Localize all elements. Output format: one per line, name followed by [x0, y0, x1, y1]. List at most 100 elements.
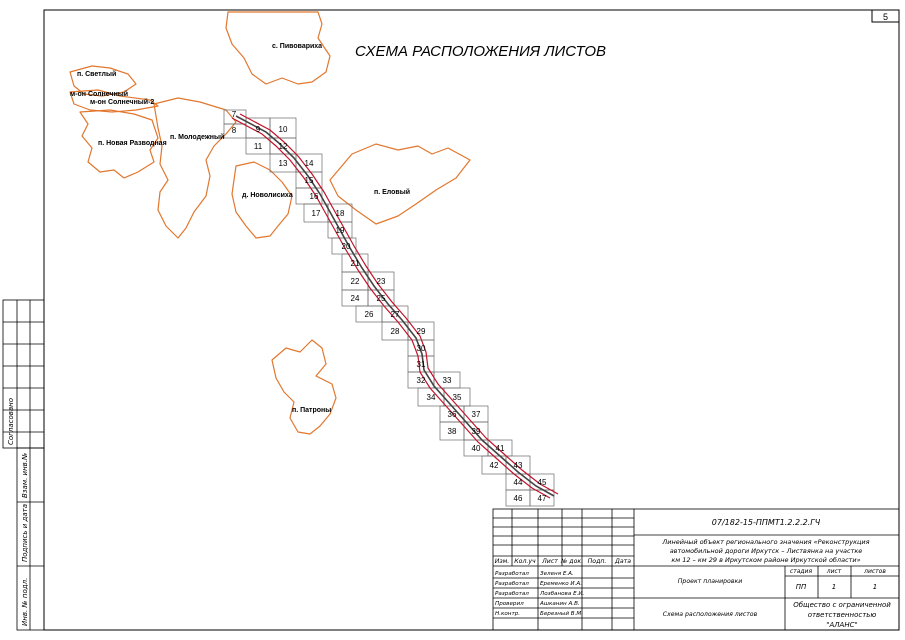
boundary-novolisikha — [231, 161, 293, 239]
person-role: Разработал — [495, 571, 529, 577]
inv-replace-label: Взам. инв.№ — [21, 453, 29, 498]
sheet-number: 41 — [496, 444, 505, 453]
place-label: с. Пивовариха — [272, 43, 322, 50]
document-code: 07/182-15-ППМТ1.2.2.2.ГЧ — [712, 518, 821, 527]
sheet-number: 16 — [310, 192, 319, 201]
sheet-number: 28 — [391, 327, 400, 336]
place-label: м-он Солнечный-2 — [90, 98, 154, 106]
sheet-number: 34 — [427, 393, 436, 402]
sheet-number: 17 — [312, 209, 321, 218]
org-line-2: ответственностью — [808, 611, 877, 619]
header-data: Дата — [614, 558, 631, 565]
map-title: СХЕМА РАСПОЛОЖЕНИЯ ЛИСТОВ — [355, 43, 606, 60]
road-edge-left — [231, 117, 551, 499]
sheet-number: 24 — [351, 294, 360, 303]
boundary-novaya-razvodnaya — [79, 109, 159, 179]
sheet-number: 22 — [351, 277, 360, 286]
sheet-grid — [223, 109, 555, 507]
sheet-number: 20 — [342, 242, 351, 251]
sheet-number: 21 — [351, 259, 360, 268]
header-podp: Подп. — [588, 558, 607, 565]
org-line-1: Общество с ограниченной — [793, 601, 891, 609]
sheet-number: 37 — [472, 410, 481, 419]
sheet-number: 15 — [305, 176, 314, 185]
agreed-label: Согласовано — [7, 398, 15, 445]
sheet-number: 23 — [377, 277, 386, 286]
sheet-number: 9 — [256, 125, 261, 134]
sheet-header: лист — [826, 568, 842, 575]
settlement-labels: с. Пивовариха п. Светлый м-он Солнечный … — [70, 43, 410, 414]
project-stage-name: Проект планировки — [678, 578, 742, 585]
stage-value: ПП — [796, 583, 807, 591]
sheet-number: 11 — [254, 142, 263, 151]
place-label: п. Новая Разводная — [98, 140, 167, 147]
page-number-box — [871, 9, 900, 23]
place-label: д. Новолисиха — [242, 192, 293, 199]
sheet-number: 10 — [279, 125, 288, 134]
sheet-number: 32 — [417, 376, 426, 385]
person-role: Разработал — [495, 581, 529, 587]
sheet-number: 13 — [279, 159, 288, 168]
sheet-number: 14 — [305, 159, 314, 168]
object-line-1: Линейный объект регионального значения «… — [661, 538, 869, 546]
sheet-number: 35 — [453, 393, 462, 402]
drawing-frame — [43, 9, 900, 631]
road-edge-right — [239, 113, 559, 495]
title-block-people: Разработал Зеленя Е.А. Разработал Еремен… — [495, 571, 585, 617]
stage-header: стадия — [790, 568, 813, 575]
boundary-patrony — [271, 339, 337, 435]
sheet-number: 18 — [336, 209, 345, 218]
boundary-pivovarikha — [225, 11, 331, 85]
place-label: п. Светлый — [77, 70, 116, 78]
drawing-name: Схема расположения листов — [663, 611, 758, 618]
header-izm: Изм. — [495, 558, 510, 565]
sheet-number: 31 — [417, 360, 426, 369]
sheet-number: 36 — [448, 410, 457, 419]
sheet-number: 30 — [417, 344, 426, 353]
object-line-3: км 12 – км 29 в Иркутском районе Иркутск… — [671, 556, 860, 564]
person-role: Проверил — [495, 601, 524, 607]
sheet-number: 39 — [472, 427, 481, 436]
sheet-number: 43 — [514, 461, 523, 470]
sheet-value: 1 — [832, 583, 836, 591]
header-list: Лист — [541, 558, 558, 565]
sheet-number: 44 — [514, 478, 523, 487]
road-alignment — [231, 113, 559, 499]
sheet-number: 42 — [490, 461, 499, 470]
sheet-number: 8 — [232, 126, 237, 135]
place-label: м-он Солнечный — [70, 90, 128, 98]
sheet-number: 40 — [472, 444, 481, 453]
place-label: п. Патроны — [292, 407, 331, 414]
inv-orig-label: Инв. № подл. — [21, 578, 29, 626]
org-line-3: "АЛАНС" — [826, 621, 857, 629]
person-name: Ашканин А.В. — [539, 601, 580, 607]
sheets-total-value: 1 — [873, 583, 877, 591]
boundary-molodezhny — [153, 97, 237, 239]
page-number: 5 — [883, 12, 888, 22]
place-label: п. Еловый — [374, 188, 410, 196]
settlement-boundaries — [69, 11, 471, 435]
object-line-2: автомобильной дороги Иркутск – Листвянка… — [670, 547, 863, 555]
sheet-number: 19 — [336, 226, 345, 235]
header-koluch: Кол.уч — [514, 558, 536, 565]
sheet-number: 33 — [443, 376, 452, 385]
sheet-number: 47 — [538, 494, 547, 503]
boundary-svetly — [69, 65, 137, 97]
place-label: п. Молодежный — [170, 133, 224, 141]
sheet-number: 38 — [448, 427, 457, 436]
sheet-number: 26 — [365, 310, 374, 319]
boundary-elovy — [329, 143, 471, 225]
sign-date-label: Подпись и дата — [21, 504, 29, 562]
person-role: Разработал — [495, 591, 529, 597]
sheet-numbers: 7 8 9 10 11 12 13 14 15 16 17 18 19 20 2… — [232, 110, 547, 503]
title-block-headers: Изм. Кол.уч Лист № док. Подп. Дата — [495, 558, 631, 565]
person-name: Еременко И.А. — [540, 581, 582, 587]
title-block-lines — [492, 508, 900, 631]
side-stamp — [2, 299, 45, 631]
person-name: Лозбанова Е.И. — [539, 591, 585, 597]
boundary-solnechny — [69, 89, 159, 113]
sheet-number: 12 — [279, 142, 288, 151]
person-name: Березный В.М. — [540, 611, 583, 617]
sheet-number: 29 — [417, 327, 426, 336]
